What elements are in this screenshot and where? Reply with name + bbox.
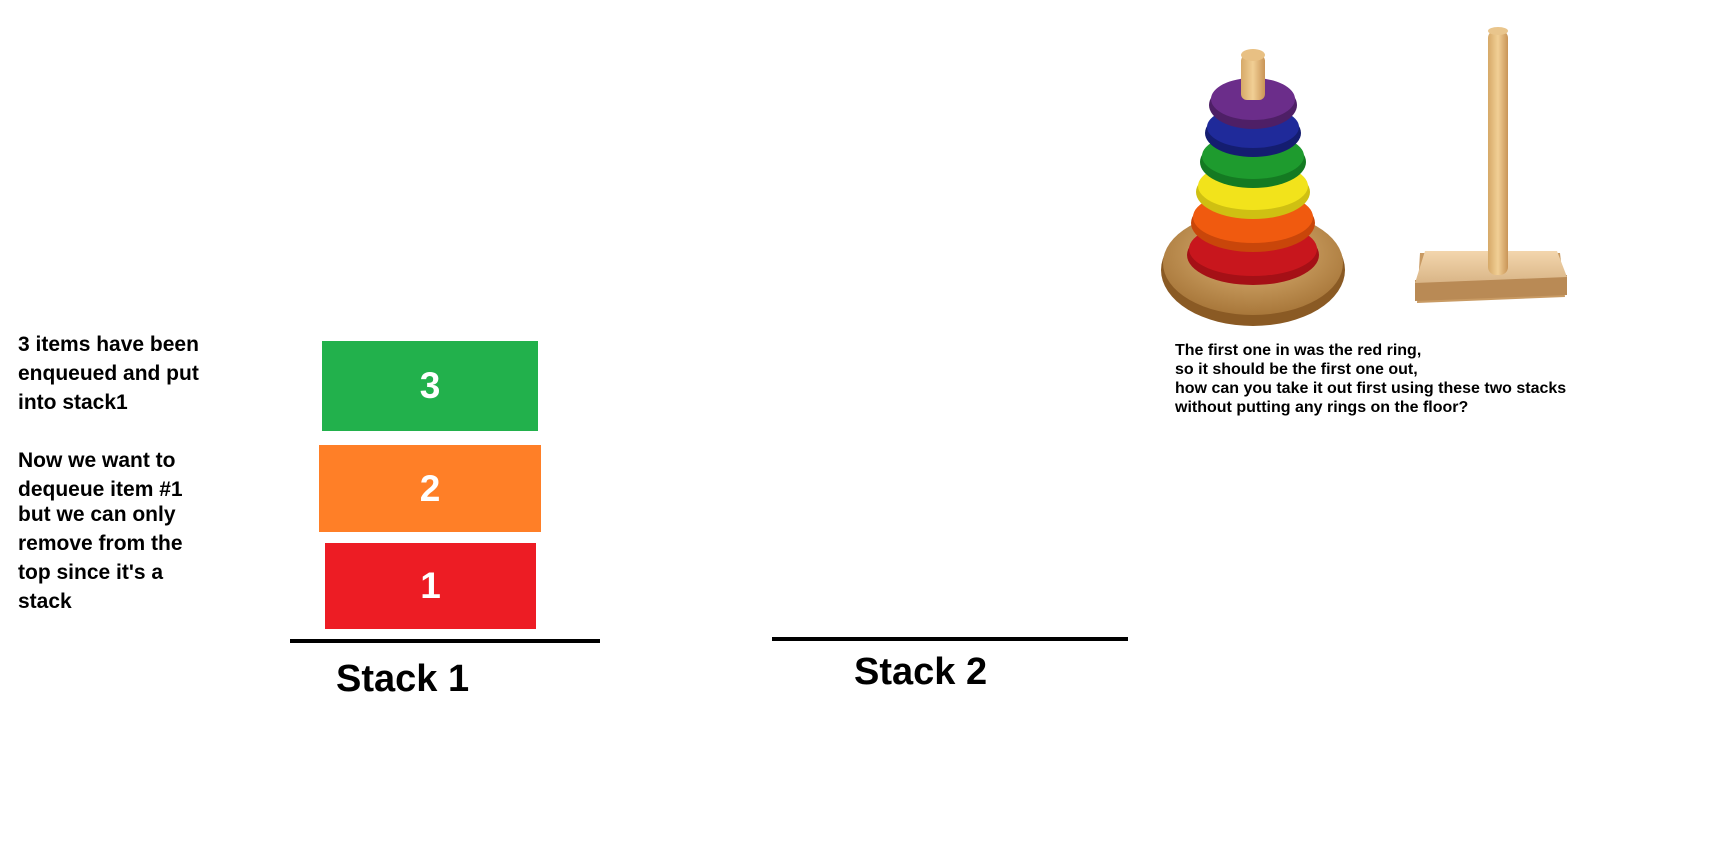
stack1-item-2: 2	[319, 445, 541, 532]
stack1-item-3-label: 3	[419, 365, 441, 406]
stack1-base-line	[290, 639, 600, 643]
toy-empty-peg-stand	[1415, 27, 1567, 303]
stack1-item-1: 1	[325, 543, 536, 629]
ring-stacker-toy-illustration	[1161, 27, 1567, 326]
toy-rings	[1187, 78, 1319, 285]
stack1-item-3: 3	[322, 341, 538, 431]
intro-paragraph-3: but we can only remove from the top sinc…	[18, 503, 183, 613]
stack1-item-2-label: 2	[419, 467, 441, 509]
intro-paragraph-1: 3 items have been enqueued and put into …	[18, 333, 199, 414]
intro-paragraph-2: Now we want to dequeue item #1	[18, 449, 183, 501]
stack1-item-1-label: 1	[420, 565, 441, 606]
stack2-base-line	[772, 637, 1128, 641]
toy-center-peg	[1241, 49, 1265, 100]
stack1-label: Stack 1	[336, 658, 470, 700]
photo-caption: The first one in was the red ring, so it…	[1175, 342, 1567, 416]
stack2-label: Stack 2	[854, 651, 988, 693]
